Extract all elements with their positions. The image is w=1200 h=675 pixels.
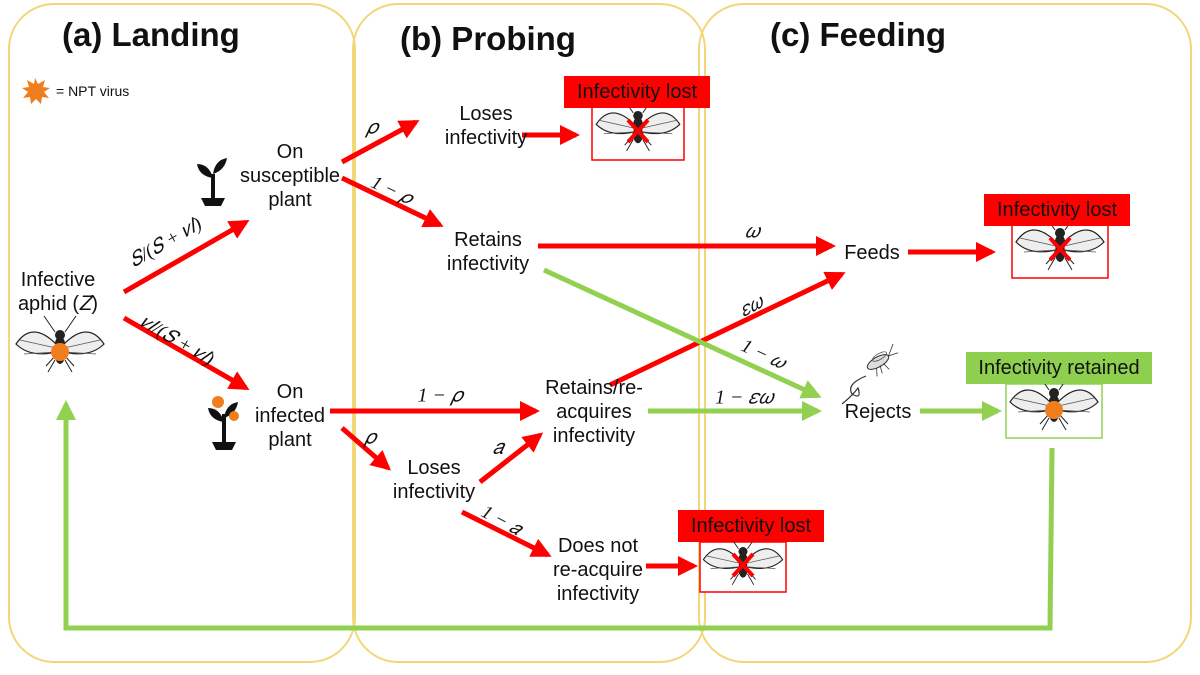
crossed-aphid-icon — [1011, 213, 1109, 279]
outcome-lost-3: Infectivity lost — [678, 510, 824, 542]
arrow-retains-rejects — [542, 267, 822, 399]
node-rejects: Rejects — [844, 401, 912, 423]
edge-label-one-minus-rho-mid: 1 − 𝜌 — [417, 384, 463, 407]
arrow-infected-loses — [340, 426, 392, 471]
arrow-to-loses-top — [340, 119, 420, 165]
panel-title-probing: (b) Probing — [400, 20, 576, 57]
legend-text: = NPT virus — [56, 83, 130, 99]
arrow-to-infected — [122, 315, 250, 391]
arrow-loses-reacquires — [478, 432, 544, 484]
arrow-reacquires-feeds — [608, 271, 846, 388]
edge-label-one-minus-eps-omega: 1 − 𝜀𝜔 — [715, 386, 773, 409]
aphid-icon — [1005, 373, 1103, 439]
edge-label-a: 𝑎 — [492, 436, 504, 459]
crossed-aphid-icon — [591, 97, 685, 161]
arrow-to-retains — [340, 175, 444, 228]
edge-label-rho-mid: 𝜌 — [364, 426, 376, 449]
infected-plant-icon — [208, 396, 239, 450]
star-burst-icon — [22, 78, 50, 104]
plant-icon — [197, 158, 227, 206]
arrow-loses-not-reacquire — [460, 509, 552, 558]
small-aphid-icon — [866, 343, 899, 377]
aphid-icon — [15, 315, 105, 373]
panel-title-feeding: (c) Feeding — [770, 16, 947, 53]
outcome-lost-1: Infectivity lost — [564, 76, 710, 108]
probe-line — [841, 375, 867, 405]
node-on-infected: On infected plant — [254, 381, 326, 451]
node-feeds: Feeds — [844, 242, 900, 264]
node-infective-aphid: Infective aphid (𝑍) — [17, 269, 99, 315]
edge-label-omega: 𝜔 — [744, 220, 760, 243]
panel-title-landing: (a) Landing — [62, 16, 240, 53]
node-does-not-reacquire: Does not re-acquire infectivity — [552, 535, 644, 605]
node-loses-top: Loses infectivity — [444, 103, 528, 149]
node-loses-mid: Loses infectivity — [392, 457, 476, 503]
node-retains-reacquires: Retains/re- acquires infectivity — [545, 377, 643, 447]
arrow-to-susceptible — [122, 219, 250, 295]
arrow-loop-back — [56, 400, 1055, 631]
panel-landing — [8, 3, 356, 663]
edge-label-rho-top: 𝜌 — [366, 116, 378, 139]
panel-probing — [352, 3, 706, 663]
outcome-lost-2: Infectivity lost — [984, 194, 1130, 226]
crossed-aphid-icon — [699, 533, 787, 593]
node-on-susceptible: On susceptible plant — [239, 141, 341, 211]
node-retains: Retains infectivity — [446, 229, 530, 275]
outcome-retained: Infectivity retained — [966, 352, 1152, 384]
panel-feeding — [698, 3, 1192, 663]
